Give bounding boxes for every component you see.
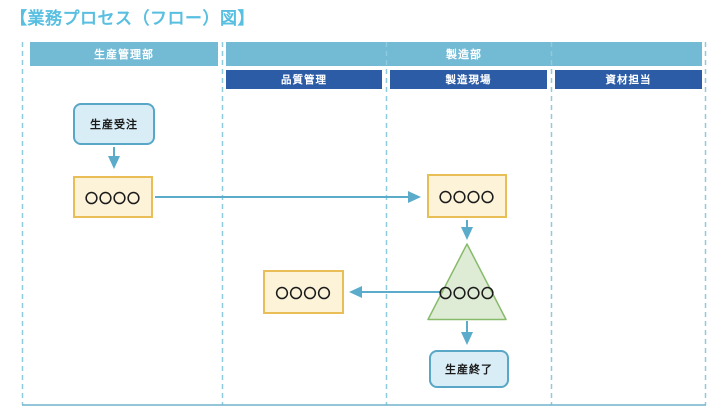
sub-lane-header-quality-control: 品質管理 — [226, 70, 382, 89]
lane-header-manufacturing: 製造部 — [226, 42, 702, 66]
node-start: 生産受注 — [73, 103, 155, 145]
sub-lane-header-materials-label: 資材担当 — [605, 74, 652, 86]
lane-header-production-management-label: 生産管理部 — [94, 49, 154, 61]
node-process-receive-label: 〇〇〇〇 — [438, 189, 495, 205]
node-process-order: 〇〇〇〇 — [73, 176, 153, 218]
sub-lane-header-manufacturing-floor: 製造現場 — [390, 70, 547, 89]
sub-lane-header-manufacturing-floor-label: 製造現場 — [445, 74, 492, 86]
node-decision-label: 〇〇〇〇 — [438, 285, 495, 301]
node-process-receive: 〇〇〇〇 — [427, 174, 507, 218]
sub-lane-header-quality-control-label: 品質管理 — [281, 74, 327, 86]
lane-header-manufacturing-label: 製造部 — [446, 49, 482, 61]
node-end-label: 生産終了 — [445, 364, 493, 376]
node-process-order-label: 〇〇〇〇 — [84, 190, 141, 206]
page-title: 【業務プロセス（フロー）図】 — [10, 9, 255, 28]
sub-lane-header-materials: 資材担当 — [555, 70, 702, 89]
node-end: 生産終了 — [429, 350, 509, 388]
node-process-quality-label: 〇〇〇〇 — [275, 285, 332, 301]
node-process-quality: 〇〇〇〇 — [263, 270, 344, 314]
lane-header-production-management: 生産管理部 — [30, 42, 218, 66]
node-start-label: 生産受注 — [90, 119, 138, 131]
